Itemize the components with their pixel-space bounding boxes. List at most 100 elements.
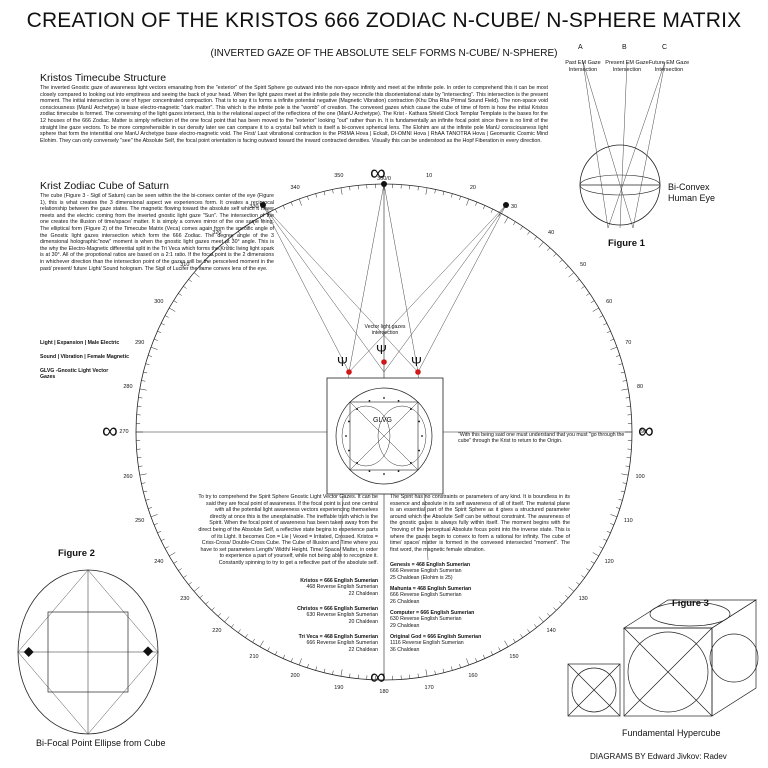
ring-node-right: [503, 202, 509, 208]
degree-label: 80: [636, 383, 644, 390]
inner-dot: [347, 449, 350, 452]
fig1-present: Present EM Gaze Intersection: [605, 60, 649, 73]
degree-tick: [620, 490, 625, 493]
degree-label: 240: [154, 559, 164, 565]
degree-tick: [586, 568, 590, 571]
degree-tick: [520, 634, 523, 638]
eye-gaze-lines: [582, 61, 666, 229]
degree-tick: [183, 286, 187, 289]
degree-tick: [199, 595, 203, 599]
degree-tick: [621, 388, 629, 391]
degree-tick: [188, 582, 192, 585]
degree-tick: [534, 624, 537, 628]
degree-tick: [282, 654, 285, 659]
degree-tick: [188, 279, 192, 282]
degree-label: 110: [623, 517, 633, 524]
degree-tick: [565, 595, 569, 599]
degree-label: 150: [509, 654, 519, 661]
degree-tick: [592, 307, 599, 312]
inner-dot: [356, 408, 359, 411]
page-title: CREATION OF THE KRISTOS 666 ZODIAC N-CUB…: [26, 9, 742, 32]
degree-tick: [553, 253, 557, 257]
degree-tick: [559, 259, 563, 263]
degree-tick: [349, 673, 351, 678]
fig3-caption: Figure 3: [672, 598, 709, 609]
degree-tick: [504, 217, 509, 224]
degree-tick: [425, 669, 428, 677]
degree-tick: [178, 568, 182, 571]
degree-tick: [323, 668, 326, 673]
degree-tick: [224, 241, 230, 248]
fig1-label: Bi-Convex Human Eye: [668, 182, 716, 203]
degree-tick: [173, 561, 178, 564]
degree-tick: [332, 189, 334, 194]
degree-label: 280: [123, 383, 133, 390]
degree-label: 200: [290, 673, 300, 680]
degree-tick: [442, 668, 445, 673]
degree-tick: [606, 531, 611, 534]
ring-node-top: [381, 181, 387, 187]
degree-tick: [340, 187, 343, 195]
ring-node-left: [260, 202, 266, 208]
degree-tick: [425, 187, 428, 195]
degree-tick: [290, 658, 293, 663]
degree-tick: [340, 669, 343, 677]
fig1-caption: Figure 1: [608, 238, 645, 249]
degree-label: 140: [546, 628, 556, 635]
degree-tick: [527, 629, 530, 633]
credit: DIAGRAMS BY Edward Jivkov: Radev: [590, 752, 727, 761]
degree-tick: [490, 651, 493, 656]
degree-tick: [282, 205, 285, 210]
degree-tick: [267, 647, 270, 652]
dial-zero-label: 360/0: [377, 176, 391, 182]
inner-dot: [418, 449, 421, 452]
degree-tick: [615, 507, 620, 509]
psi-right: Ψ: [411, 354, 422, 369]
degree-label: 100: [635, 474, 645, 481]
degree-tick: [483, 205, 486, 210]
degree-tick: [599, 315, 604, 318]
degree-tick: [148, 355, 153, 357]
degree-tick: [150, 346, 158, 350]
degree-label: 170: [424, 685, 434, 692]
degree-label: 320: [212, 229, 222, 236]
degree-tick: [610, 346, 618, 350]
degree-tick: [625, 465, 630, 467]
degree-tick: [547, 247, 551, 251]
degree-tick: [451, 193, 453, 198]
degree-label: 340: [290, 184, 300, 191]
inner-dot: [409, 461, 412, 464]
fig1-future: Future EM Gaze Intersection: [648, 60, 690, 73]
degree-tick: [153, 338, 158, 341]
degree-tick: [307, 196, 309, 201]
degree-tick: [238, 629, 241, 633]
degree-tick: [169, 307, 176, 312]
degree-tick: [332, 670, 334, 675]
degree-tick: [315, 666, 317, 671]
degree-tick: [173, 300, 178, 303]
degree-tick: [231, 624, 234, 628]
saturn-heading: Krist Zodiac Cube of Saturn: [40, 180, 169, 192]
degree-tick: [141, 482, 146, 484]
fig2-label: Bi-Focal Point Ellipse from Cube: [36, 738, 166, 748]
degree-label: 60: [606, 299, 613, 305]
degree-tick: [610, 514, 618, 518]
degree-label: 90: [640, 429, 648, 435]
fig1-b: B: [622, 44, 627, 51]
degree-tick: [259, 640, 264, 647]
degree-tick: [622, 482, 627, 484]
degree-tick: [466, 658, 470, 666]
degree-tick: [475, 201, 478, 206]
degree-label: 270: [119, 429, 129, 435]
degree-tick: [565, 265, 569, 269]
degree-label: 190: [334, 685, 344, 692]
degree-tick: [581, 286, 585, 289]
inner-dot: [421, 435, 423, 437]
degree-tick: [298, 198, 302, 206]
degree-label: 160: [468, 673, 478, 680]
inner-dot: [409, 408, 412, 411]
fig2-caption: Figure 2: [58, 548, 95, 559]
degree-tick: [459, 196, 461, 201]
degree-tick: [498, 647, 501, 652]
